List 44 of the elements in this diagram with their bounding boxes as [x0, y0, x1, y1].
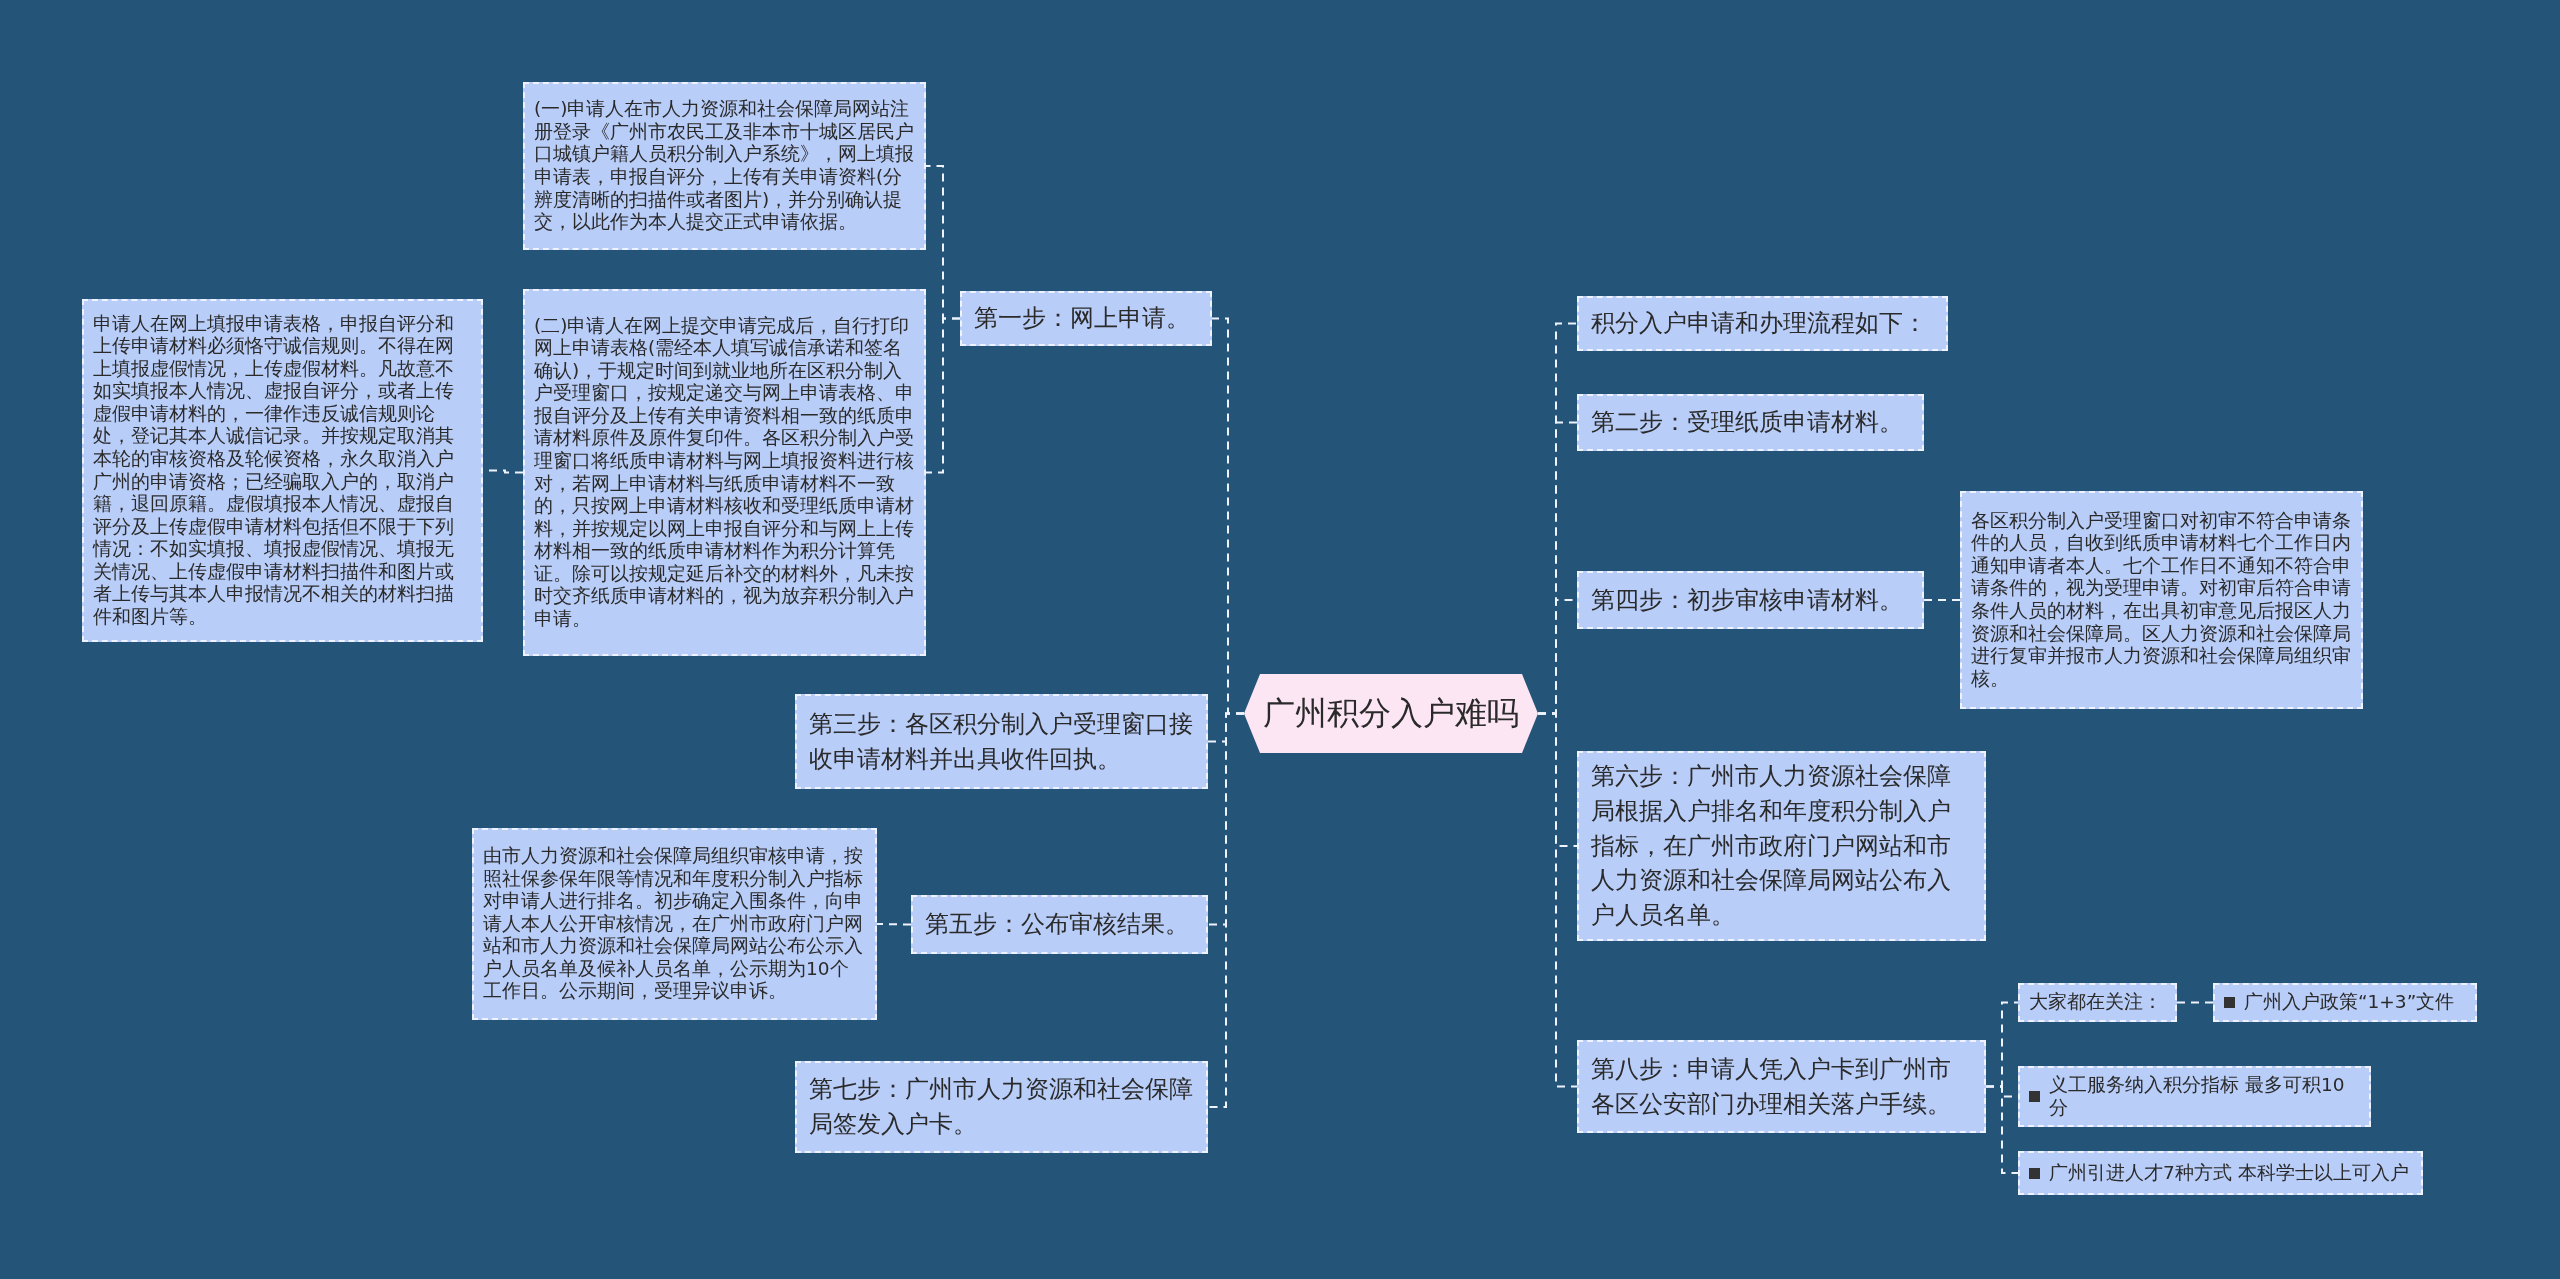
node-text: 第七步：广州市人力资源和社会保障局签发入户卡。 [809, 1074, 1194, 1140]
step-box [795, 694, 1208, 789]
step-box [1577, 1040, 1986, 1133]
node-text: 申请人在网上填报申请表格，申报自评分和上传申请材料必须恪守诚信规则。不得在网上填报虚假情况，上传虚假材料。凡故意不如实填报本人情况、虚报自评分，或者上传虚假申请材料的，一律作违反诚信规则论处，登记其本人诚信记录。并按规定取消其本轮的审核资格及轮候资格，永久取消入户广州的申请资格；已经骗取入户的，取消户籍，退回原籍。虚假填报本人情况、虚报自评分及上传虚假申请材料包括但不限于下列情况：不如实填报、填报虚假情况、填报无关情况、上传虚假申请材料扫描件和图片或者上传与其本人申报情况不相关的材料扫描件和图片等。 [93, 312, 455, 629]
detail-box [2213, 983, 2477, 1022]
node-text: 第五步：公布审核结果。 [925, 909, 1189, 941]
connector-line [876, 923, 912, 926]
node-text: (二)申请人在网上提交申请完成后，自行打印网上申请表格(需经本人填写诚信承诺和签名确认)，于规定时间到就业地所在区积分制入户受理窗口，按规定递交与网上申请表格、申报自评分及上传有关申请资料相一致的纸质申请材料原件及原件复印件。各区积分制入户受理窗口将纸质申请材料与网上填报资料进行核对，若网上申请材料与纸质申请材料不一致的，只按网上申请材料核收和受理纸质申请材料，并按规定以网上申报自评分和与网上上传材料相一致的纸质申请材料作为积分计算凭证。除可以按规定延后补交的材料外，凡未按时交齐纸质申请材料的，视为放弃积分制入户申请。 [534, 314, 915, 631]
detail-box [82, 299, 483, 642]
detail-box [523, 289, 926, 656]
node-text: 第二步：受理纸质申请材料。 [1591, 407, 1903, 439]
connector-line [1537, 712, 1578, 1088]
step-box [960, 291, 1212, 346]
node-text: 各区积分制入户受理窗口对初审不符合申请条件的人员，自收到纸质申请材料七个工作日内通知申请者本人。七个工作日不通知不符合申请条件的，视为受理申请。对初审后符合申请条件人员的材料，在出具初审意见后报区人力资源和社会保障局。区人力资源和社会保障局进行复审并报市人力资源和社会保障局组织审核。 [1971, 509, 2352, 691]
step-box [795, 1061, 1208, 1153]
detail-box [472, 828, 877, 1020]
node-text: 大家都在关注： [2029, 991, 2162, 1014]
step-box [911, 895, 1208, 954]
node-text: 第一步：网上申请。 [974, 303, 1190, 335]
node-text: 第八步：申请人凭入户卡到广州市各区公安部门办理相关落户手续。 [1591, 1053, 1952, 1120]
connector-line [2176, 1001, 2214, 1004]
connector-line [1923, 599, 1961, 601]
detail-box [2018, 1151, 2423, 1195]
step-box [1577, 296, 1948, 351]
connector-line [1207, 712, 1245, 1108]
step-box [1577, 571, 1924, 629]
step-box [1577, 394, 1924, 451]
node-text: 广州入户政策“1+3”文件 [2244, 991, 2455, 1014]
detail-box [523, 82, 926, 250]
node-text: 第三步：各区积分制入户受理窗口接收申请材料并出具收件回执。 [809, 708, 1194, 775]
detail-box [2018, 1066, 2371, 1128]
node-text: 第四步：初步审核申请材料。 [1591, 584, 1903, 616]
connector-line [925, 317, 961, 474]
detail-box [1960, 491, 2363, 709]
node-text: 广州积分入户难吗 [1263, 692, 1519, 734]
node-text: 由市人力资源和社会保障局组织审核申请，按照社保参保年限等情况和年度积分制入户指标对申请人进行排名。初步确定入围条件，向申请人本人公开审核情况，在广州市政府门户网站和市人力资源和社会保障局网站公布公示入户人员名单及候补人员名单，公示期为10个工作日。公示期间，受理异议申诉。 [483, 845, 864, 1003]
step-box [1577, 751, 1986, 941]
node-text: 义工服务纳入积分指标 最多可积10分 [2049, 1074, 2346, 1120]
node-text: (一)申请人在市人力资源和社会保障局网站注册登录《广州市农民工及非本市十城区居民户口城镇户籍人员积分制入户系统》，网上填报申请表，申报自评分，上传有关申请资料(分辨度清晰的扫描件或者图片)，并分别确认提交，以此作为本人提交正式申请依据。 [534, 98, 915, 234]
node-text: 第六步：广州市人力资源社会保障局根据入户排名和年度积分制入户指标，在广州市政府门户网站和市人力资源和社会保障局网站公布入户人员名单。 [1591, 761, 1952, 932]
connector-line [1985, 1085, 2019, 1174]
node-text: 广州引进人才7种方式 本科学士以上可入户 [2049, 1161, 2409, 1185]
node-text: 积分入户申请和办理流程如下： [1591, 308, 1927, 340]
detail-box [2018, 983, 2177, 1022]
